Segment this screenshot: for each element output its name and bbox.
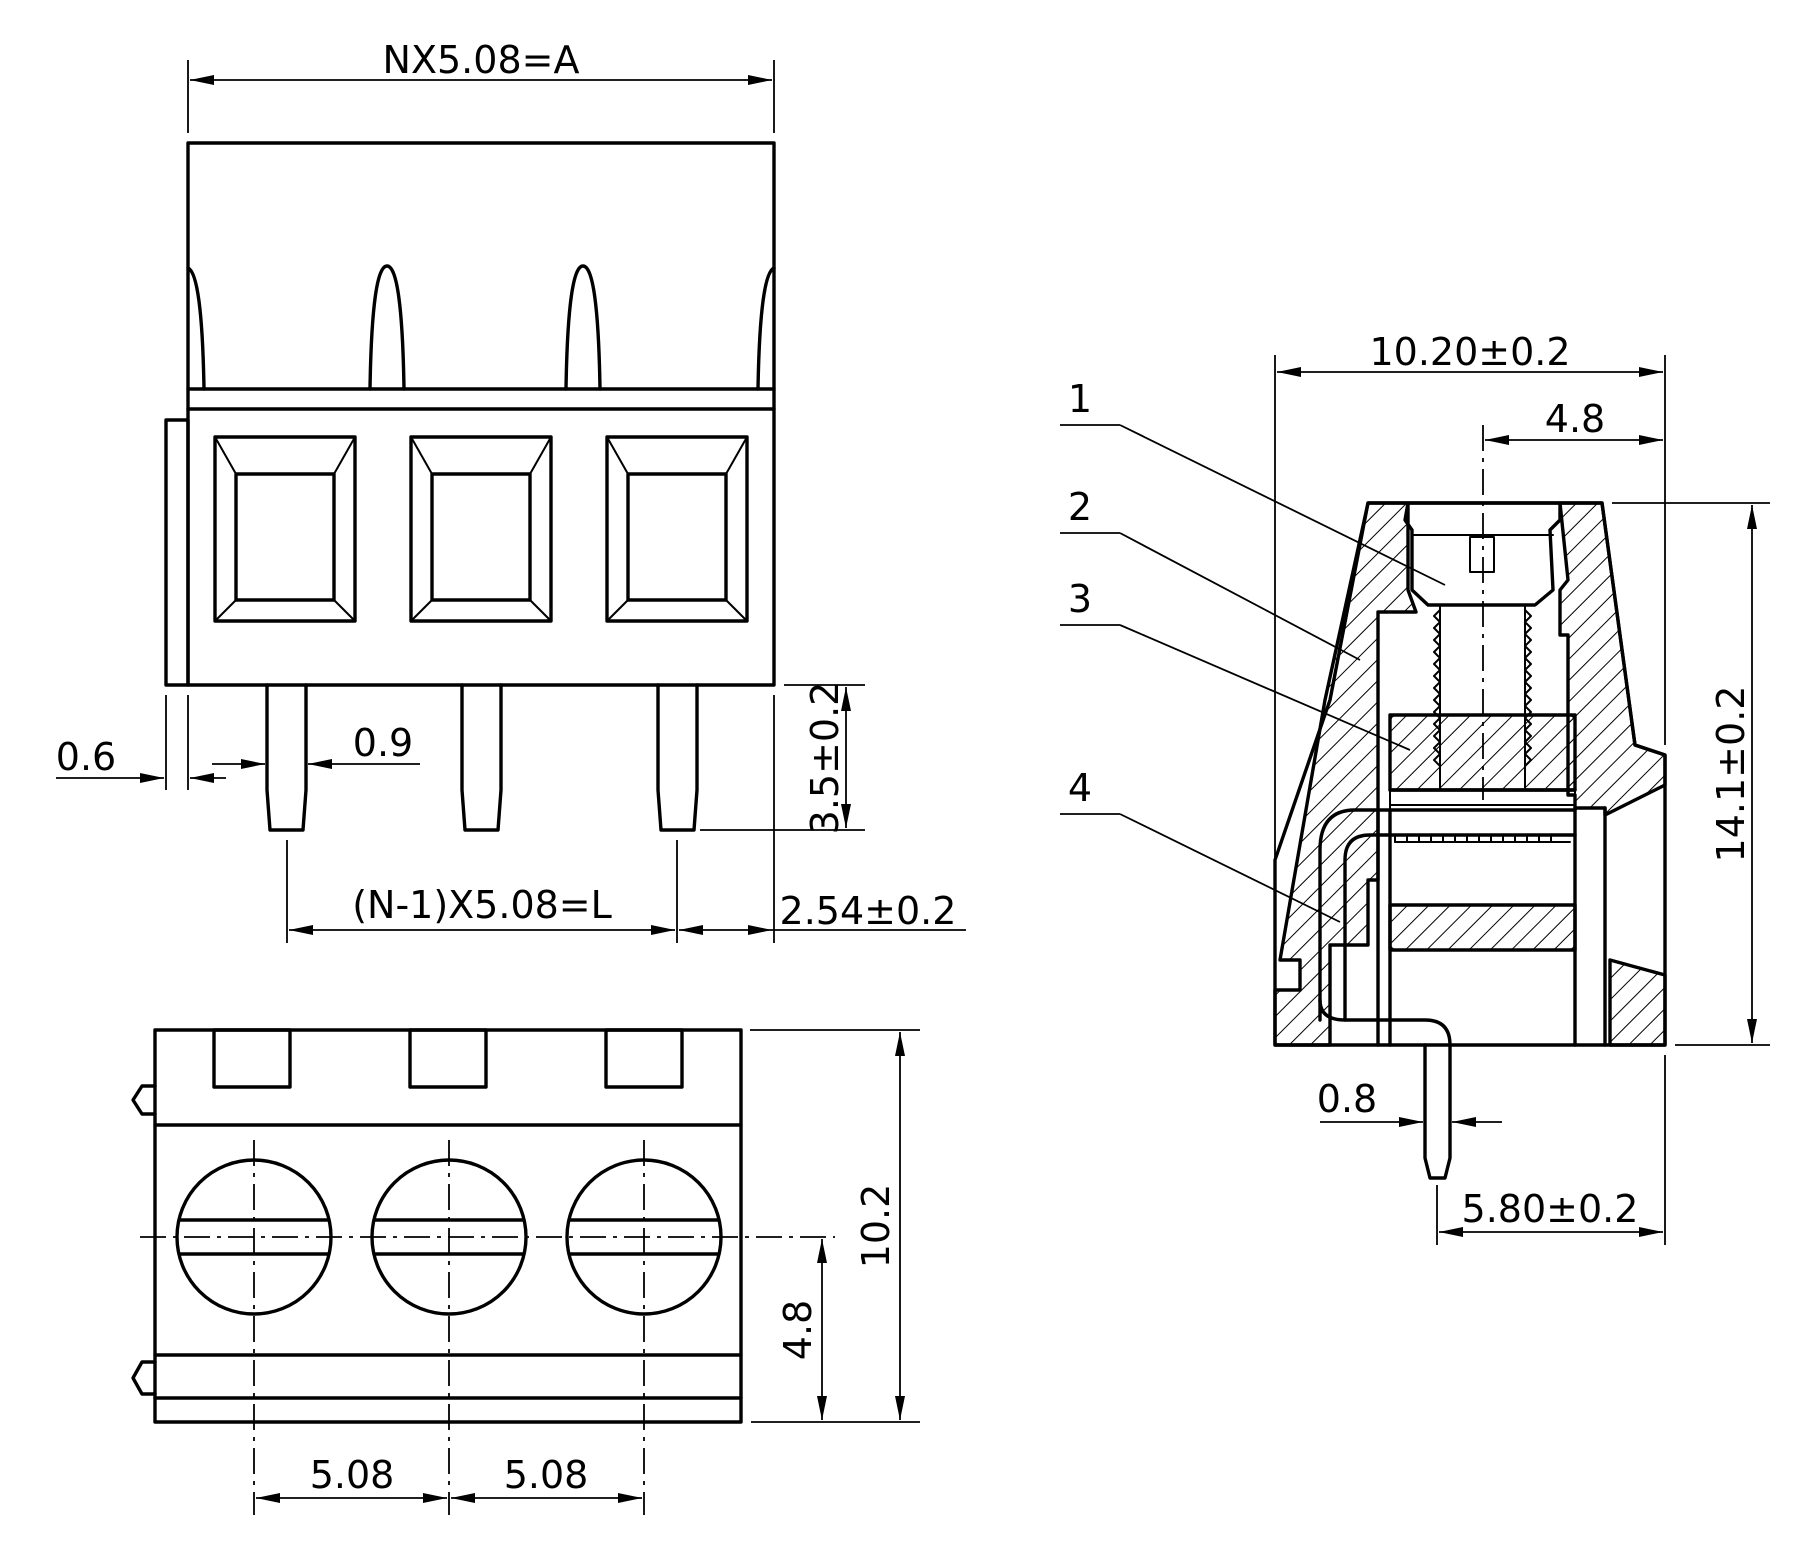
dim-section-pin-width: 0.8	[1317, 1077, 1502, 1127]
dim-width-a: NX5.08=A	[187, 38, 775, 133]
dim-pin-height-label: 3.5±0.2	[803, 682, 847, 835]
top-wire-slots	[212, 1028, 684, 1089]
top-view: 5.08 5.08 4.8 10.2	[131, 1028, 920, 1515]
dim-section-width: 10.20±0.2	[1274, 330, 1666, 860]
dim-section-width-label: 10.20±0.2	[1369, 330, 1570, 374]
wire-entry-1	[213, 435, 357, 623]
dim-section-screw-offset-label: 4.8	[1545, 397, 1605, 441]
housing-outline	[164, 141, 776, 687]
dim-section-height: 14.1±0.2	[1612, 502, 1770, 1046]
dim-width-a-label: NX5.08=A	[383, 38, 580, 82]
callout-2: 2	[1060, 485, 1361, 661]
contact-strip	[1318, 808, 1577, 1022]
dim-section-pin-width-label: 0.8	[1317, 1077, 1377, 1121]
callout-3: 3	[1060, 577, 1411, 751]
top-housing-outline	[131, 1028, 743, 1424]
dim-pitch-length-label: (N-1)X5.08=L	[352, 883, 612, 927]
dim-flange: 0.6	[56, 695, 226, 790]
dim-edge-offset: 2.54±0.2	[679, 889, 966, 935]
dim-edge-offset-label: 2.54±0.2	[780, 889, 957, 933]
housing-outline-section	[1273, 501, 1667, 1047]
dim-depth-label: 10.2	[854, 1184, 898, 1269]
solder-pins	[265, 683, 699, 832]
top-centerlines	[140, 1140, 835, 1515]
front-view: NX5.08=A (N-1)X5.08=L 2.54±0.2 3.5±0.2	[56, 38, 966, 943]
callout-1: 1	[1060, 377, 1446, 586]
dim-pitch-length: (N-1)X5.08=L	[286, 695, 775, 943]
dim-pitch: 5.08 5.08	[256, 1453, 642, 1503]
clamp-lower	[1388, 903, 1577, 952]
dim-screw-offset-top-label: 4.8	[776, 1300, 820, 1360]
callout-1-label: 1	[1068, 377, 1092, 421]
dim-section-pin-position: 5.80±0.2	[1436, 1055, 1666, 1245]
dim-section-screw-offset: 4.8	[1485, 397, 1663, 445]
section-view: 1 2 3 4 10.20±0.2	[1060, 330, 1770, 1245]
dim-section-height-label: 14.1±0.2	[1709, 686, 1753, 863]
dim-pin-width: 0.9	[212, 721, 420, 769]
callout-2-label: 2	[1068, 485, 1092, 529]
wire-entry-openings	[213, 435, 749, 623]
dim-pitch-2-label: 5.08	[504, 1453, 589, 1497]
housing-section-left	[1273, 501, 1418, 1047]
dim-pitch-1-label: 5.08	[310, 1453, 395, 1497]
dim-pin-width-label: 0.9	[353, 721, 413, 765]
callout-3-label: 3	[1068, 577, 1092, 621]
callout-4: 4	[1060, 766, 1341, 923]
dim-pin-height: 3.5±0.2	[700, 682, 865, 835]
section-pin	[1318, 998, 1452, 1180]
dim-section-pin-position-label: 5.80±0.2	[1462, 1187, 1639, 1231]
wire-entry-2	[409, 435, 553, 623]
separator-fins	[186, 264, 776, 391]
dim-depth: 10.2	[854, 1032, 905, 1420]
dim-screw-offset-top: 4.8	[750, 1029, 920, 1423]
wire-entry-3	[605, 435, 749, 623]
housing-section-right-lower	[1608, 958, 1667, 1047]
callout-4-label: 4	[1068, 766, 1092, 810]
dim-flange-label: 0.6	[56, 735, 116, 779]
